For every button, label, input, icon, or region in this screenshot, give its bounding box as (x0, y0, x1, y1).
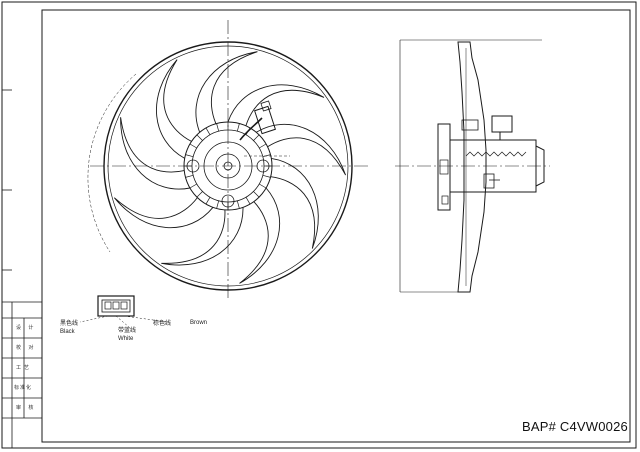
hub-center (215, 153, 241, 179)
motor-terminal (483, 173, 495, 189)
title-block-row-process: 工艺 (16, 365, 33, 371)
connector-diagram (79, 295, 169, 329)
hub-rib (253, 134, 260, 141)
motor-housing (449, 139, 537, 193)
fan-front-view (87, 20, 370, 300)
connector-symbol-inner (101, 299, 131, 313)
hub-boss-lower (439, 159, 449, 175)
side-connector (491, 115, 513, 133)
hub-rib (262, 154, 271, 158)
pin-1 (104, 301, 112, 310)
fan-shroud-outer (103, 41, 353, 291)
hub-rib (253, 191, 260, 198)
connector-latch (260, 100, 272, 112)
hub-rib (185, 154, 194, 158)
fan-side-view (395, 39, 550, 293)
hub-boss-lower-2 (441, 195, 449, 205)
hub-rib (236, 200, 240, 209)
hub-rib (205, 197, 211, 205)
pin-lead-1 (79, 315, 109, 323)
hub-rib (259, 183, 267, 189)
hub-rib (205, 127, 211, 135)
fan-blade (161, 207, 244, 266)
motor-end-cap (535, 145, 545, 187)
hub-rib (196, 134, 203, 141)
mount-boss-bottom (221, 194, 235, 208)
connector-body (254, 105, 276, 135)
fan-blade (113, 197, 214, 228)
wire-1-label: 黑色线 (60, 321, 79, 327)
title-block-row-review: 审 核 (16, 405, 37, 411)
title-block-row-standard: 标准化 (14, 385, 33, 391)
shroud-profile (457, 41, 487, 293)
hub-boss (461, 119, 479, 131)
title-block-row-design: 设 计 (16, 325, 37, 331)
hub-rib (185, 174, 194, 178)
mount-boss-right (256, 159, 270, 173)
hub-rib (245, 197, 251, 205)
fan-blade (239, 187, 280, 284)
wire-1-sub: Black (60, 329, 75, 335)
wire-2-sub: White (118, 336, 134, 342)
motor-gear-outline (465, 151, 527, 157)
fan-blades (113, 51, 347, 284)
fan-blade (256, 123, 347, 176)
wire-2-label: 带蓝线 (118, 328, 137, 334)
fan-blade (227, 84, 325, 126)
hub-rib (196, 191, 203, 198)
pin-3 (120, 301, 128, 310)
fan-shroud-inner (107, 45, 349, 287)
wire-3-label: 棕色线 (153, 321, 172, 327)
part-number: BAP# C4VW0026 (522, 419, 628, 434)
mount-boss-left (186, 159, 200, 173)
shaft (223, 161, 233, 171)
hub-rib (189, 183, 197, 189)
pin-lead-3 (123, 315, 169, 323)
pin-2 (112, 301, 120, 310)
hub-rib (216, 123, 220, 132)
hub-rib (236, 123, 240, 132)
fan-blade (195, 51, 258, 133)
title-block-row-check: 校 对 (16, 345, 37, 351)
pin-lead-2 (115, 315, 131, 329)
hub-rib (216, 200, 220, 209)
wire-3-sub: Brown (190, 320, 208, 326)
hub-rib (262, 174, 271, 178)
fan-blade (120, 117, 190, 190)
hub-rib (259, 143, 267, 149)
connector-symbol-outer (97, 295, 135, 317)
hub-rib (189, 143, 197, 149)
diameter-dimension-arc (87, 73, 137, 253)
title-block-grid (2, 301, 42, 448)
inner-frame (41, 9, 631, 443)
left-strip-ticks (2, 89, 12, 271)
fan-blade (270, 157, 319, 249)
hub-inner (203, 141, 253, 191)
cable (239, 117, 263, 141)
fan-blade (156, 59, 192, 159)
